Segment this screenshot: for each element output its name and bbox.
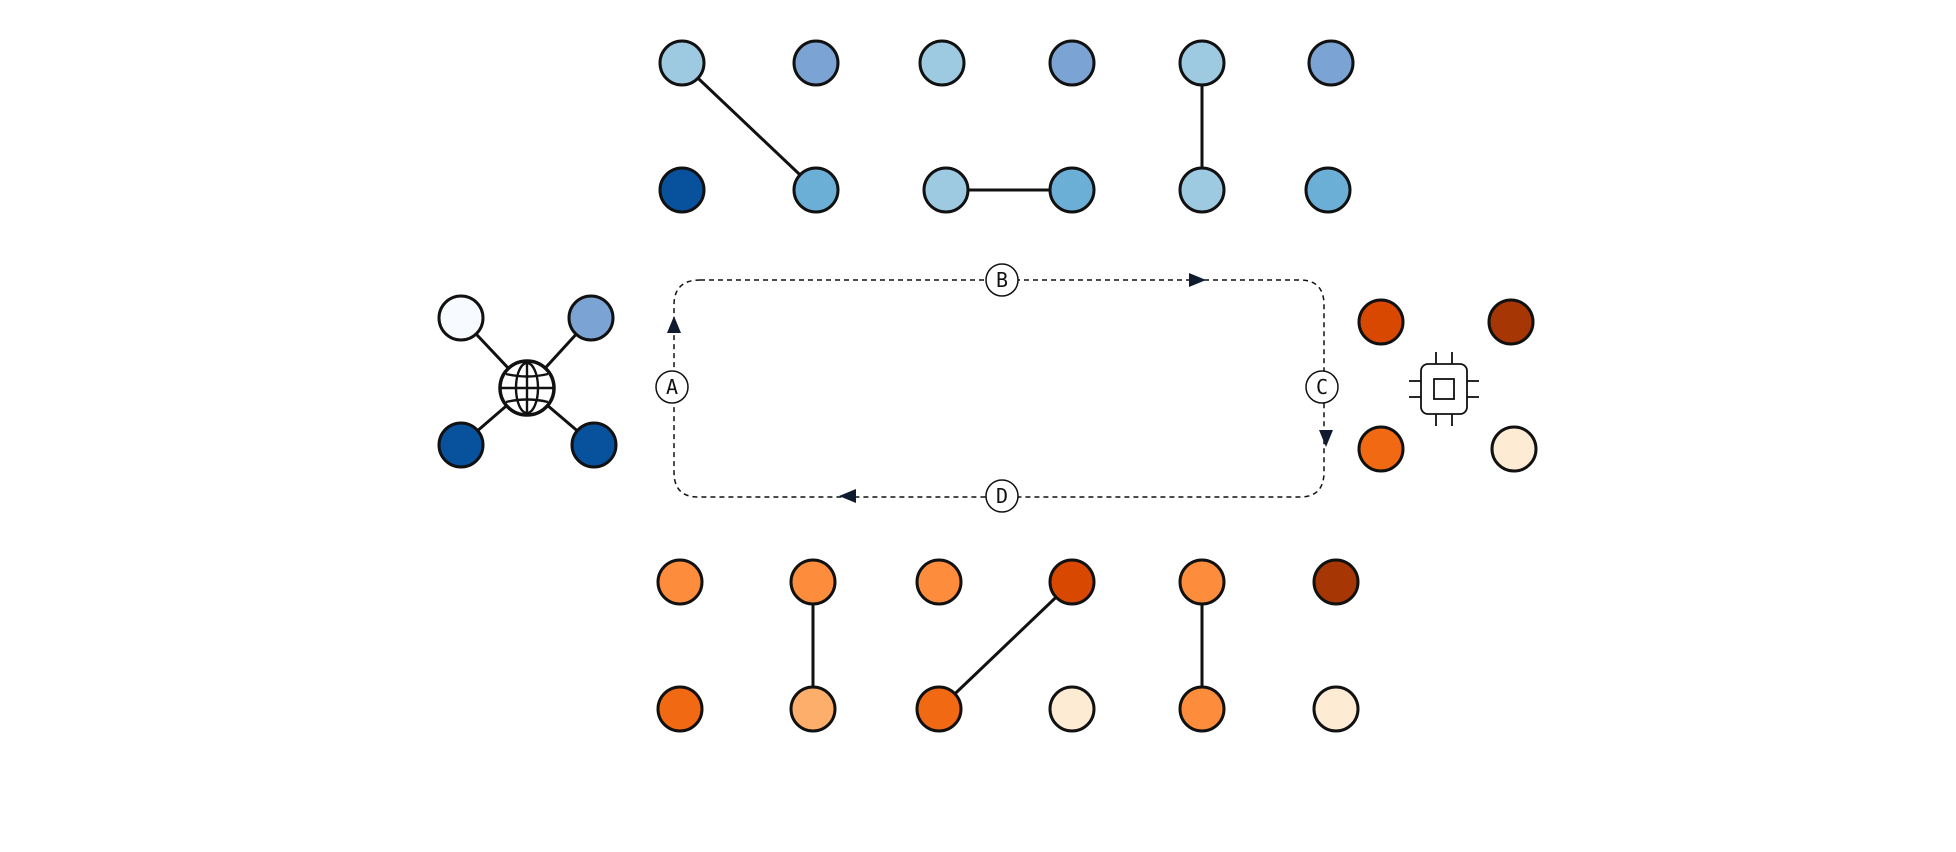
node — [1178, 558, 1226, 606]
node — [658, 166, 706, 214]
node — [570, 421, 618, 469]
node — [1048, 558, 1096, 606]
node — [437, 421, 485, 469]
chip-icon — [1409, 352, 1479, 426]
svg-text:A: A — [666, 375, 678, 399]
node — [1178, 166, 1226, 214]
node — [792, 166, 840, 214]
node — [922, 166, 970, 214]
svg-text:C: C — [1316, 375, 1328, 399]
arrow-right-icon — [1189, 273, 1206, 287]
node — [792, 39, 840, 87]
step-label-b: B — [985, 263, 1019, 297]
step-label-c: C — [1305, 370, 1339, 404]
node — [915, 558, 963, 606]
node — [1307, 39, 1355, 87]
edge — [937, 580, 1074, 711]
left-hub — [437, 294, 618, 469]
node — [1490, 425, 1538, 473]
node — [1487, 298, 1535, 346]
node — [1178, 685, 1226, 733]
node — [1357, 425, 1405, 473]
node — [1357, 298, 1405, 346]
node — [656, 685, 704, 733]
node — [1312, 685, 1360, 733]
node — [918, 39, 966, 87]
globe-icon — [498, 359, 556, 417]
node — [1048, 39, 1096, 87]
bottom-node-grid — [656, 558, 1360, 733]
node — [1312, 558, 1360, 606]
process-loop: A B C D — [655, 263, 1339, 513]
node — [1048, 166, 1096, 214]
node — [1048, 685, 1096, 733]
step-label-a: A — [655, 370, 689, 404]
node — [658, 39, 706, 87]
right-hub — [1357, 298, 1538, 473]
node — [1304, 166, 1352, 214]
svg-text:D: D — [996, 484, 1008, 508]
top-node-grid — [658, 39, 1355, 214]
node — [567, 294, 615, 342]
arrow-down-icon — [1319, 430, 1333, 447]
loop-path — [673, 279, 1325, 498]
node — [656, 558, 704, 606]
arrow-up-icon — [667, 316, 681, 333]
arrow-left-icon — [839, 489, 856, 503]
edge — [680, 61, 818, 192]
svg-text:B: B — [996, 268, 1008, 292]
node — [437, 294, 485, 342]
node — [789, 685, 837, 733]
node — [915, 685, 963, 733]
node — [1178, 39, 1226, 87]
step-label-d: D — [985, 479, 1019, 513]
node — [789, 558, 837, 606]
